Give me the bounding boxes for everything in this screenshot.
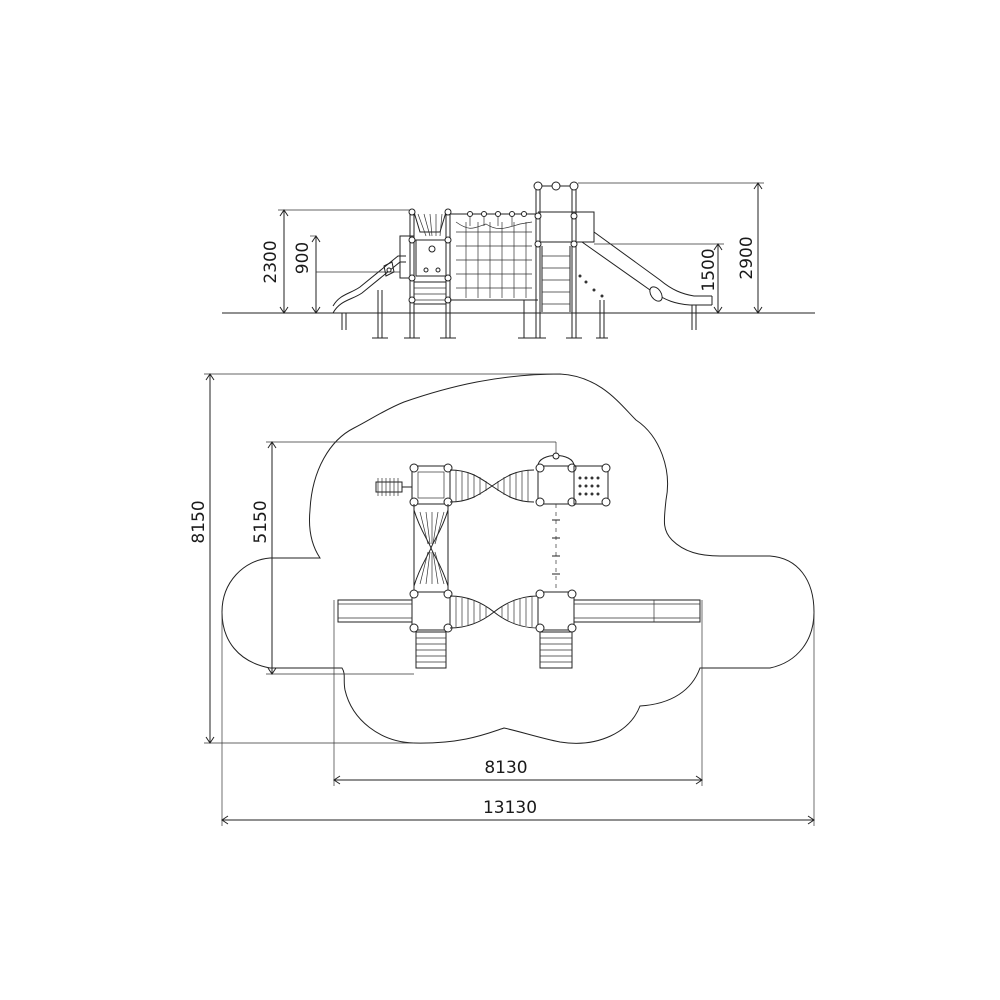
dim-max-height: 2900 xyxy=(737,236,757,279)
right-tube-slide xyxy=(578,231,713,330)
dim-structure-width: 8130 xyxy=(484,758,527,778)
elevation-dimensions: 2300 900 1500 2900 xyxy=(261,182,764,314)
dim-area-width: 13130 xyxy=(483,798,537,818)
elevation-view: 2300 900 1500 2900 xyxy=(222,181,815,339)
dim-structure-depth: 5150 xyxy=(251,500,271,543)
left-tower xyxy=(383,208,456,339)
plan-dimensions: 8150 5150 8130 13130 xyxy=(189,373,815,826)
left-slide xyxy=(332,255,406,339)
dim-slide-platform-height: 900 xyxy=(293,242,313,274)
ladder xyxy=(541,246,571,312)
right-tower xyxy=(530,181,608,339)
net-bridge xyxy=(450,211,538,339)
dim-total-height: 2300 xyxy=(261,240,281,283)
structure-plan xyxy=(337,452,701,669)
dim-deck-height: 1500 xyxy=(699,248,719,291)
panel-holes xyxy=(578,476,600,496)
plan-view: 8150 5150 8130 13130 xyxy=(189,373,815,826)
dim-area-depth: 8150 xyxy=(189,500,209,543)
safety-area-outline xyxy=(221,373,815,744)
